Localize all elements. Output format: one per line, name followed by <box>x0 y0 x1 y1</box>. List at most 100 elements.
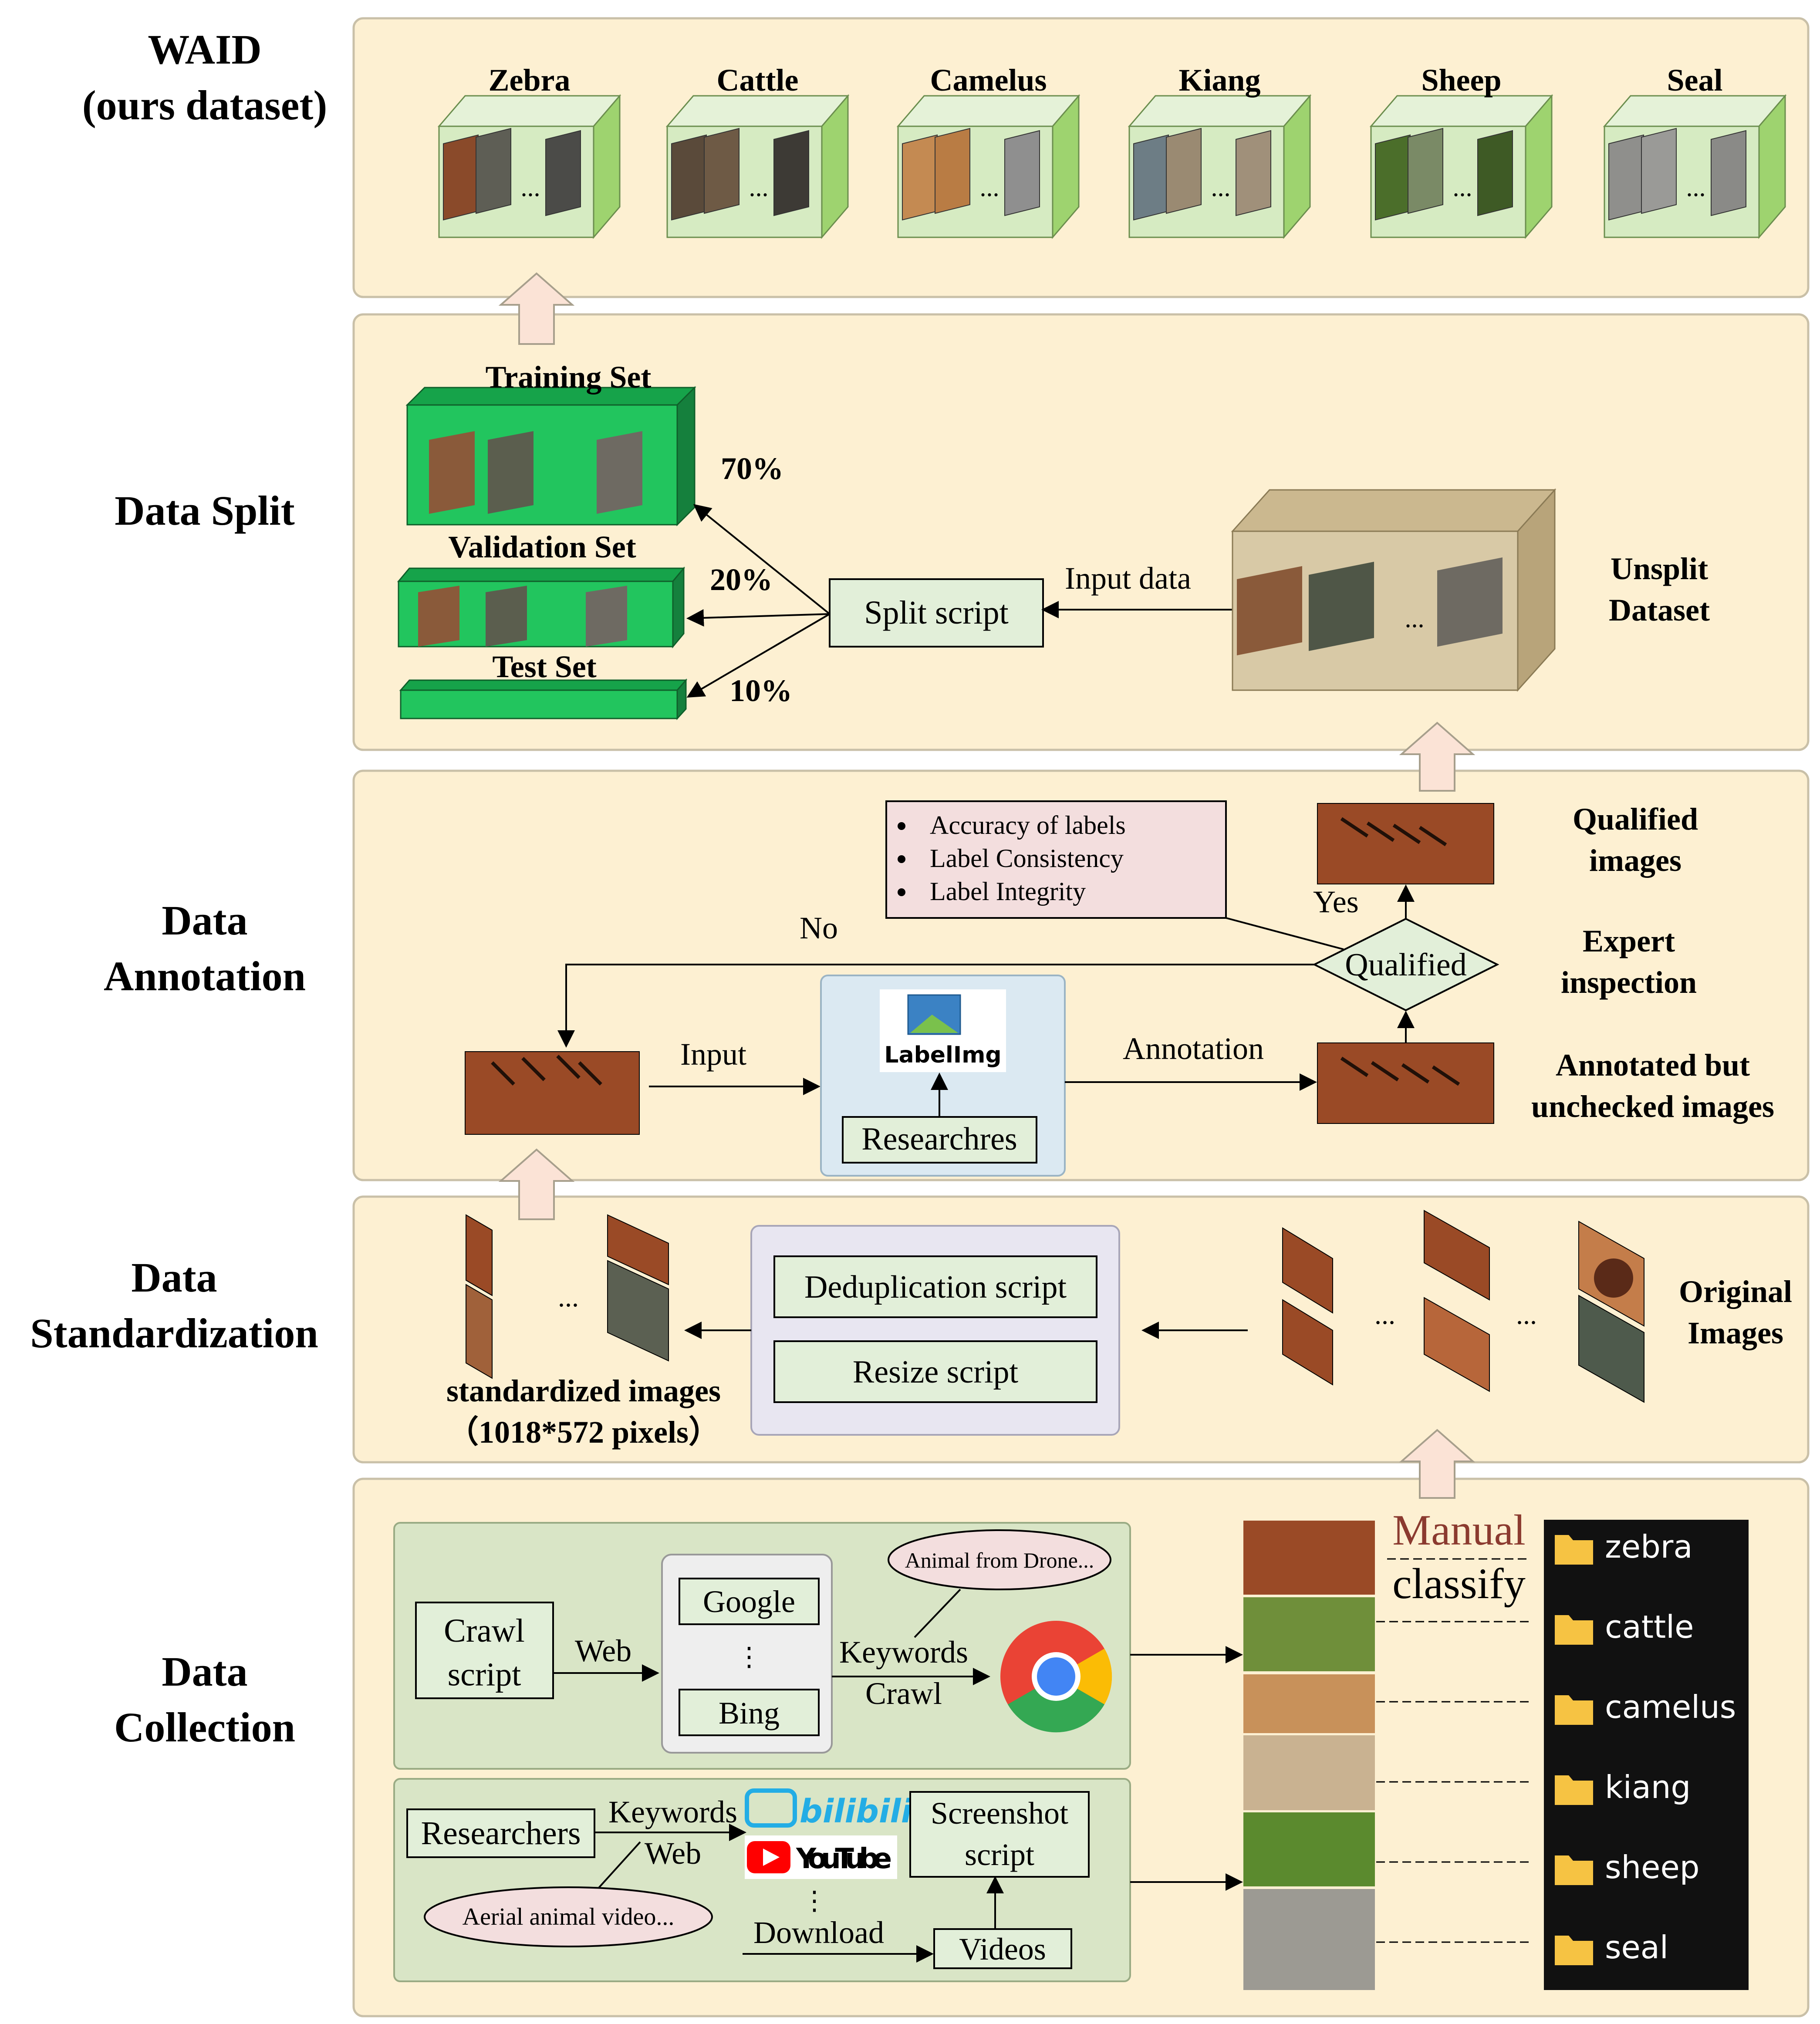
manual-label: Manual <box>1392 1506 1525 1554</box>
resize-script-label: Resize script <box>853 1354 1019 1390</box>
up-arrow-split-to-waid <box>498 272 575 345</box>
web-label: Web <box>575 1633 631 1668</box>
folder-item-zebra[interactable]: zebra <box>1555 1528 1693 1565</box>
bubble2-connector <box>598 1841 641 1889</box>
youtube-logo: YouTube <box>745 1835 897 1879</box>
folder-label: zebra <box>1605 1528 1693 1565</box>
folder-icon <box>1555 1615 1593 1645</box>
engines-vdots: ⋮ <box>736 1643 762 1671</box>
chrome-icon <box>1000 1621 1112 1733</box>
unsplit-ellipsis: ... <box>1405 604 1425 633</box>
waid-class-label-kiang: Kiang <box>1178 63 1260 98</box>
annotation-label: Annotation <box>1123 1031 1264 1066</box>
folder-icon <box>1555 1936 1593 1965</box>
qualified-decision-diamond <box>1312 918 1499 1012</box>
original-ellipsis-2: ... <box>1516 1299 1537 1330</box>
waid-cube-cattle: ... <box>665 94 850 240</box>
unchecked-image-animals <box>1340 1056 1460 1086</box>
waid-class-label-sheep: Sheep <box>1421 63 1501 98</box>
up-arrow-collection-to-standardization <box>1399 1429 1476 1499</box>
no-arrow <box>557 964 1314 1048</box>
waid-class-cubes: ...Zebra...Cattle...Camelus...Kiang...Sh… <box>437 63 1787 240</box>
waid-cube-kiang: ... <box>1128 94 1312 240</box>
training-set-cube <box>405 386 696 526</box>
researchers-label: Researchers <box>421 1815 581 1852</box>
folder-panel <box>1544 1520 1749 1990</box>
training-set-label: Training Set <box>486 360 652 395</box>
folder-label: sheep <box>1605 1849 1699 1886</box>
folder-list: zebra cattle camelus kiang sheep seal <box>1555 1528 1736 1966</box>
up-arrow-annotation-to-split <box>1399 722 1476 792</box>
input-data-label: Input data <box>1065 561 1191 596</box>
source-zebra-animals <box>491 1055 602 1086</box>
svg-text:...: ... <box>1211 173 1231 202</box>
criteria-connector <box>1226 917 1344 950</box>
validation-set-cube <box>397 566 685 649</box>
section-title-split: Data Split <box>115 487 294 534</box>
up-arrow-standardization-to-annotation <box>498 1148 575 1220</box>
folder-item-sheep[interactable]: sheep <box>1555 1849 1699 1886</box>
criteria-item: Label Consistency <box>930 844 1124 873</box>
split-to-training-arrow <box>693 504 831 615</box>
waid-class-label-zebra: Zebra <box>489 63 571 98</box>
folder-item-camelus[interactable]: camelus <box>1555 1689 1736 1725</box>
ratio-20: 20% <box>710 562 773 597</box>
video-vdots: ⋮ <box>801 1886 827 1915</box>
criteria-bullet <box>898 888 905 896</box>
svg-text:...: ... <box>980 173 999 202</box>
qualified-decision-label: Qualified <box>1345 947 1466 983</box>
bilibili-text: bilibili <box>800 1793 913 1830</box>
test-set-cube <box>399 678 688 720</box>
folder-label: kiang <box>1605 1769 1691 1805</box>
collected-images-column <box>1243 1521 1375 1990</box>
folder-label: camelus <box>1605 1689 1736 1725</box>
waid-class-label-seal: Seal <box>1667 63 1722 98</box>
folder-icon <box>1555 1695 1593 1725</box>
labelimg-logo-hill <box>910 1015 958 1033</box>
bilibili-logo: bilibili <box>745 1788 913 1830</box>
classify-label: classify <box>1392 1559 1525 1608</box>
deduplication-script-box <box>773 1255 1097 1318</box>
waid-cube-sheep: ... <box>1369 94 1553 240</box>
crawl-script-box <box>415 1602 554 1699</box>
criteria-bullet <box>898 822 905 830</box>
criteria-item: Accuracy of labels <box>930 811 1126 840</box>
criteria-bullet <box>898 855 905 863</box>
deduplication-script-label: Deduplication script <box>804 1269 1067 1305</box>
split-to-test-arrow <box>686 613 831 698</box>
folder-item-kiang[interactable]: kiang <box>1555 1769 1691 1805</box>
waid-class-label-cattle: Cattle <box>717 63 799 98</box>
animal-from-drone-bubble <box>888 1529 1111 1590</box>
qualified-image <box>1317 803 1494 884</box>
waid-cube-camelus: ... <box>896 94 1081 240</box>
folder-item-cattle[interactable]: cattle <box>1555 1609 1694 1645</box>
labelimg-logo-text: LabelImg <box>884 1042 1001 1068</box>
standardized-images-label: standardized images（1018*572 pixels） <box>446 1373 721 1450</box>
criteria-item: Label Integrity <box>930 877 1086 906</box>
original-images-stack <box>1282 1210 1644 1403</box>
folder-icon <box>1555 1535 1593 1565</box>
youtube-text: YouTube <box>796 1843 892 1875</box>
svg-text:...: ... <box>1453 173 1472 202</box>
waid-cube-seal: ... <box>1603 94 1787 240</box>
resize-script-box <box>773 1340 1097 1403</box>
unsplit-dataset-cube <box>1231 488 1557 692</box>
standardized-images-stack <box>466 1214 669 1379</box>
researchres-box <box>842 1116 1037 1164</box>
researchers-box <box>406 1808 595 1858</box>
split-script-label: Split script <box>864 594 1008 631</box>
videos-label: Videos <box>959 1932 1046 1967</box>
folder-item-seal[interactable]: seal <box>1555 1929 1668 1966</box>
folder-label: seal <box>1605 1929 1668 1966</box>
download-label: Download <box>753 1915 884 1950</box>
waid-class-label-camelus: Camelus <box>930 63 1047 98</box>
